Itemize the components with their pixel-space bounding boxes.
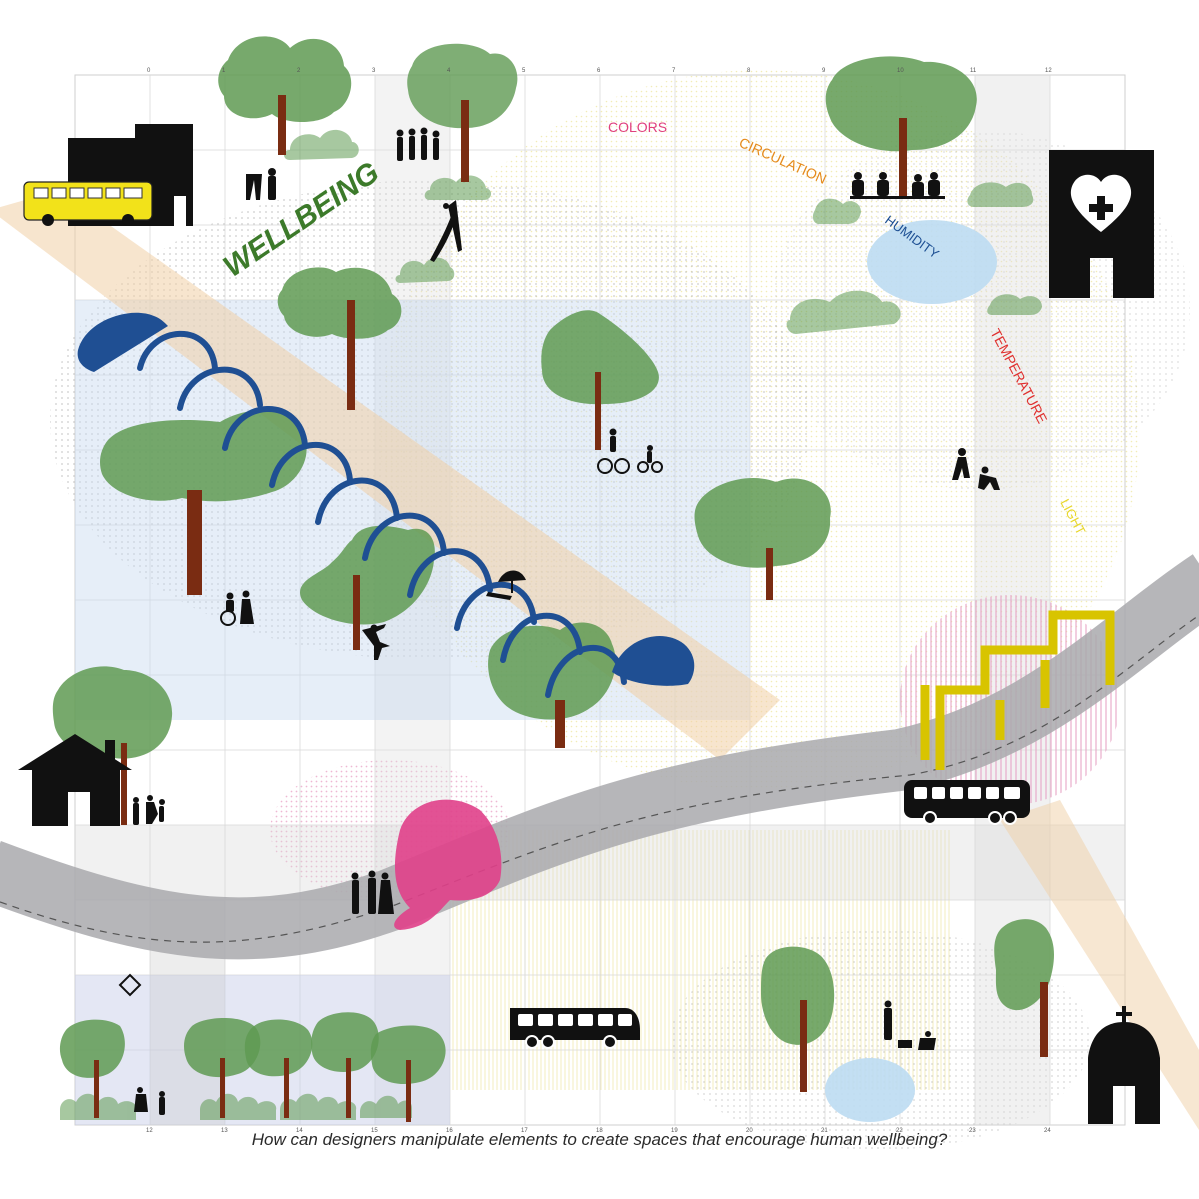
humidity-pool <box>867 220 997 304</box>
grid-number: 5 <box>522 68 526 74</box>
grid-number: 23 <box>969 1128 976 1134</box>
kite-icon <box>118 973 165 1115</box>
caption: How can designers manipulate elements to… <box>251 1130 948 1149</box>
grid-numbers-bottom: 12 13 14 15 16 17 18 19 20 21 22 23 24 <box>146 1128 1051 1134</box>
tunnel <box>77 312 695 698</box>
grid-number: 8 <box>747 68 751 74</box>
house-icon <box>18 734 132 826</box>
grid-number: 10 <box>897 68 904 74</box>
pond <box>825 1058 915 1122</box>
playground-icon <box>246 168 276 200</box>
dog-walker-icon <box>884 1000 936 1050</box>
grid-number: 18 <box>596 1128 603 1134</box>
family-walking <box>133 795 165 825</box>
beach-umbrella-icon <box>486 570 526 600</box>
grid-number: 2 <box>297 68 301 74</box>
grid-number: 14 <box>296 1128 303 1134</box>
cafe-seating <box>850 172 945 199</box>
grid-number: 6 <box>597 68 601 74</box>
skaters-icon <box>952 448 1000 490</box>
grid-number: 19 <box>671 1128 678 1134</box>
tree <box>299 525 435 650</box>
pink-shelter <box>394 799 502 930</box>
tree <box>52 666 173 825</box>
tree <box>407 43 518 182</box>
ballet-dancer-icon <box>362 624 390 660</box>
grid-number: 11 <box>970 68 977 74</box>
tree <box>541 310 659 450</box>
tree-row <box>59 1012 446 1122</box>
shrubs <box>60 129 1042 1120</box>
grid-number: 24 <box>1044 1128 1051 1134</box>
tree <box>994 919 1054 1057</box>
grid-numbers-top: 0 1 2 3 4 5 6 7 8 9 10 11 12 <box>147 68 1052 74</box>
tree <box>825 56 977 196</box>
trees <box>52 36 1054 1122</box>
school-bus-icon <box>23 181 153 226</box>
hospital-heart-icon <box>1049 150 1154 298</box>
tree <box>218 36 352 155</box>
cyclists-icon <box>597 428 663 474</box>
tree <box>694 478 831 600</box>
road <box>0 554 1199 960</box>
wheelchair-icon <box>220 590 254 626</box>
tree <box>100 410 307 595</box>
grid-number: 1 <box>222 68 226 74</box>
label-colors: COLORS <box>608 119 667 135</box>
grid-number: 22 <box>896 1128 903 1134</box>
grid-number: 4 <box>447 68 451 74</box>
grid-number: 20 <box>746 1128 753 1134</box>
grid-number: 13 <box>221 1128 228 1134</box>
grid-number: 21 <box>821 1128 828 1134</box>
grid-number: 15 <box>371 1128 378 1134</box>
church-icon <box>1088 1006 1160 1124</box>
grid-number: 16 <box>446 1128 453 1134</box>
grid-number: 12 <box>146 1128 153 1134</box>
grid-number: 9 <box>822 68 826 74</box>
tree <box>277 267 402 410</box>
people-standing <box>351 870 394 914</box>
grid-number: 17 <box>521 1128 528 1134</box>
coach-bus-icon <box>510 1008 640 1049</box>
city-bus-icon <box>904 780 1030 825</box>
grid-number: 3 <box>372 68 376 74</box>
slide-icon <box>430 200 462 262</box>
grid-number: 0 <box>147 68 151 74</box>
people-silhouettes-icon <box>118 127 1000 1115</box>
group-top <box>396 127 440 161</box>
city-skyline <box>920 610 1115 770</box>
tree <box>761 946 835 1092</box>
grid-number: 7 <box>672 68 676 74</box>
grid-number: 12 <box>1045 68 1052 74</box>
